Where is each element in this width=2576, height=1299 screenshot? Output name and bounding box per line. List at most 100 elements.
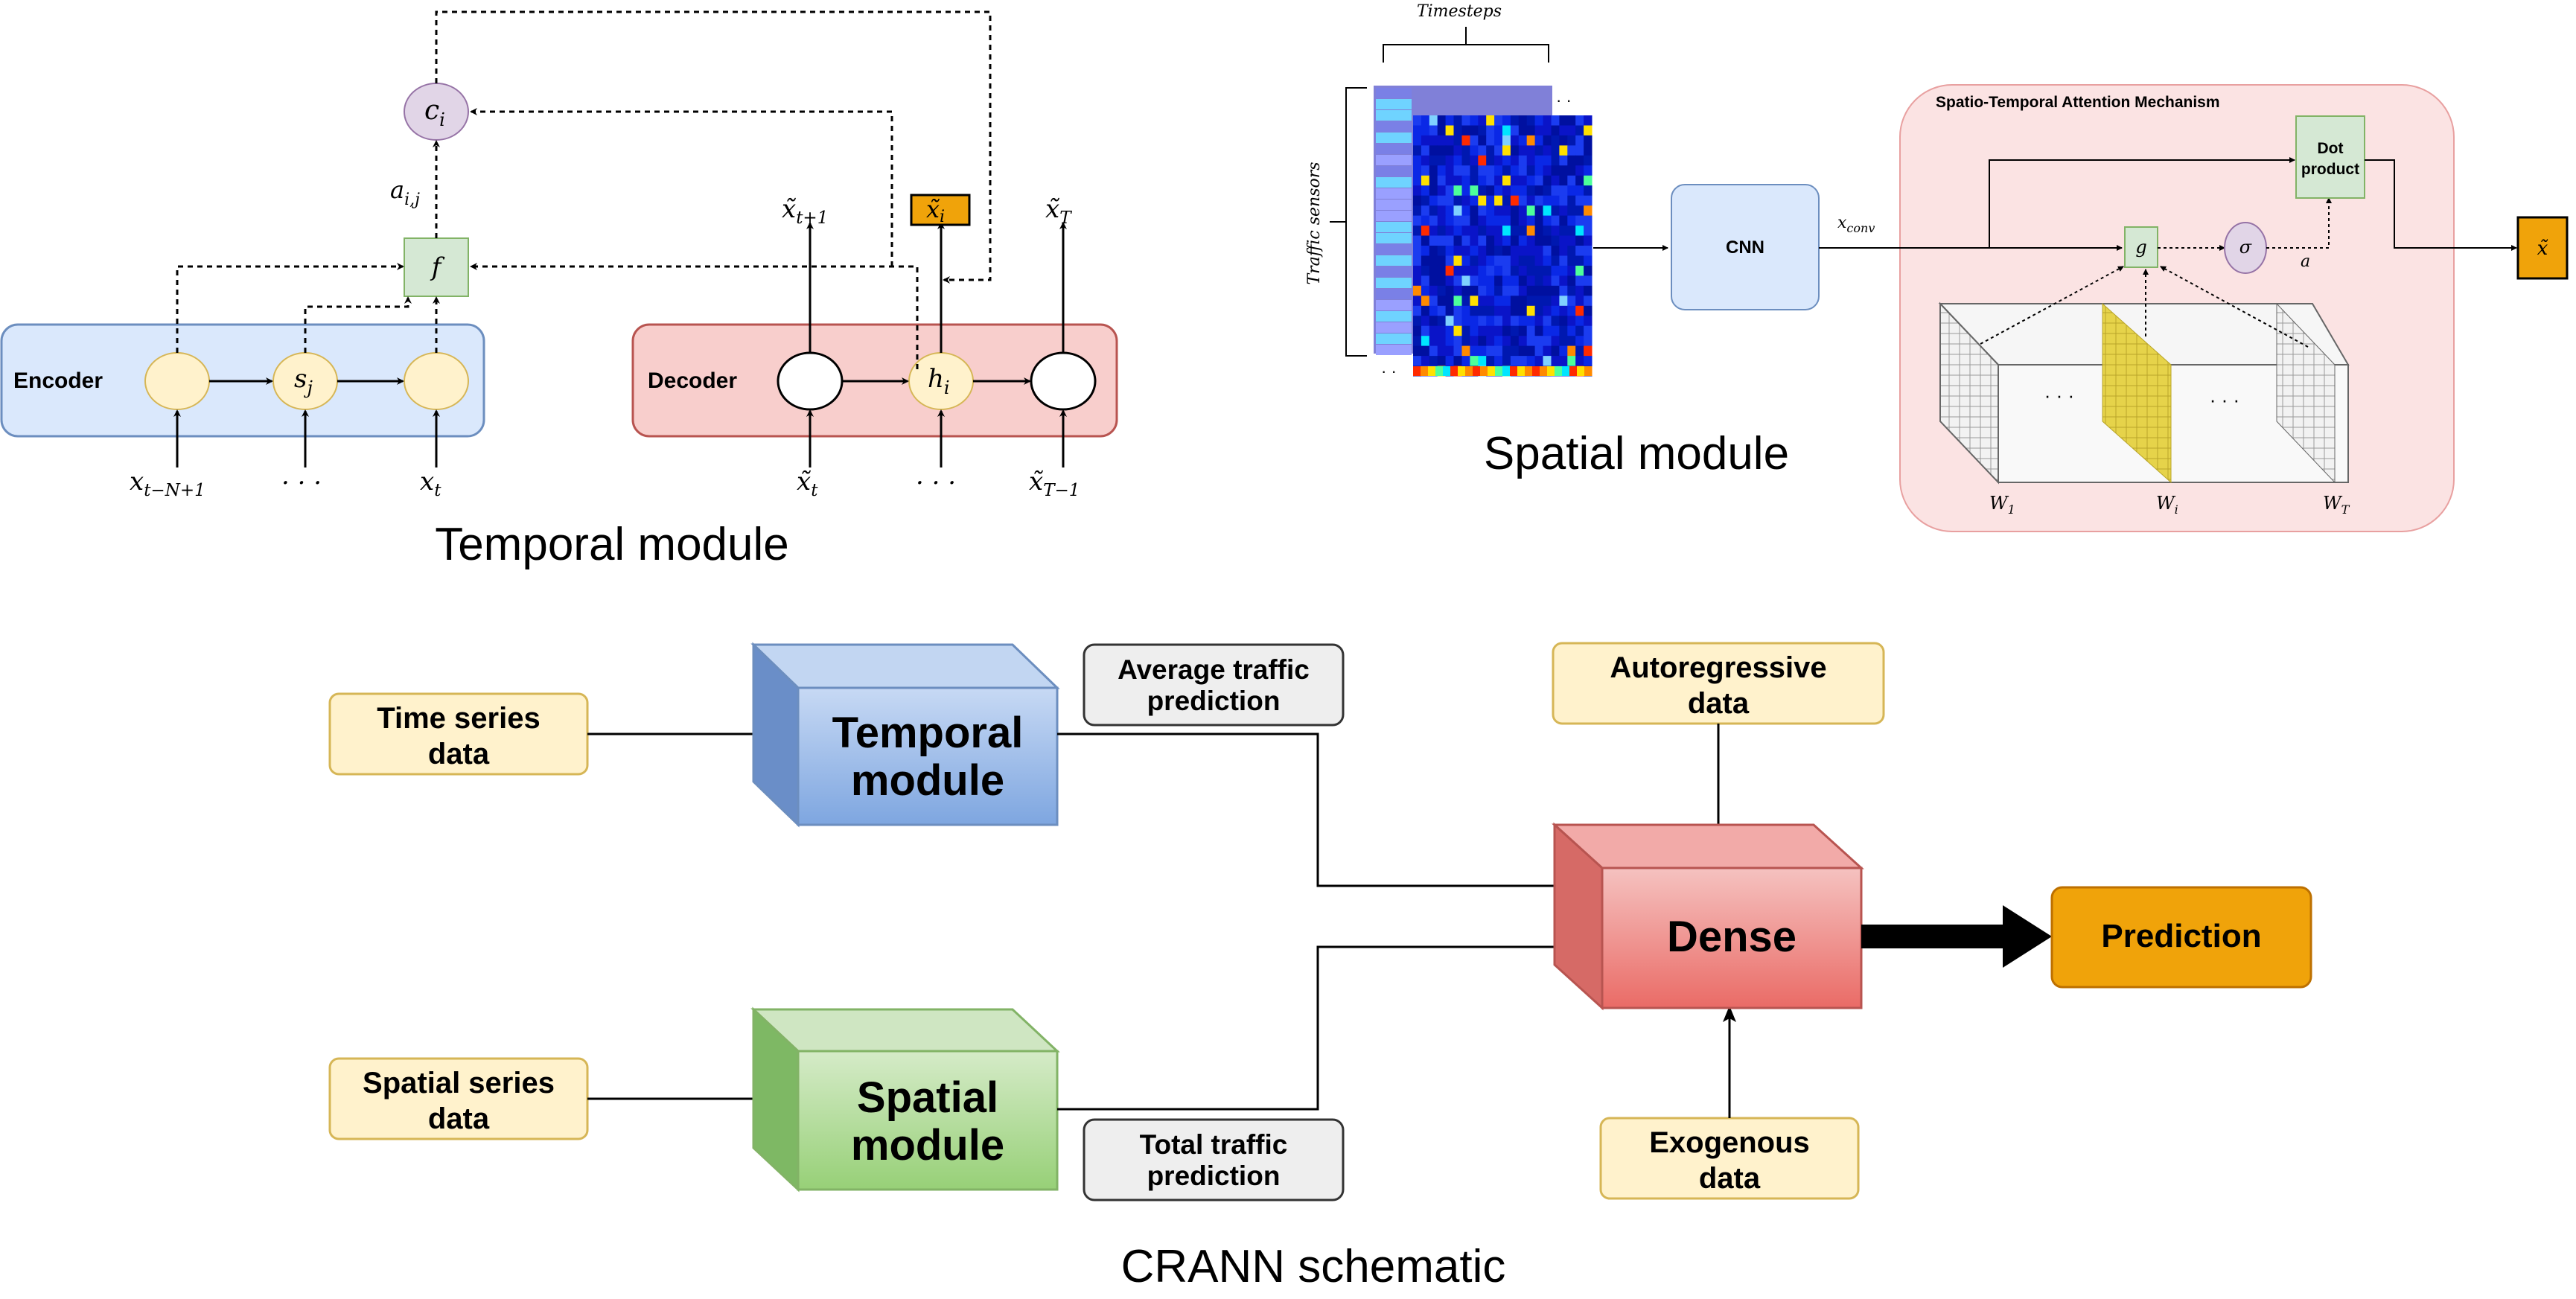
heatmap-cell — [1575, 235, 1584, 246]
heatmap-cell — [1437, 296, 1447, 307]
heatmap-cell — [1543, 165, 1552, 176]
heatmap-cell — [1478, 185, 1487, 197]
heatmap-cell — [1567, 215, 1576, 226]
heatmap-cell — [1584, 305, 1593, 316]
heatmap-cell — [1575, 205, 1584, 217]
heatmap-cell — [1534, 305, 1543, 316]
heatmap-cell — [1584, 325, 1593, 336]
heatmap-cell — [1543, 155, 1552, 166]
heatmap-cell — [1486, 135, 1495, 146]
heatmap-cell — [1478, 285, 1487, 296]
crann-title: CRANN schematic — [1121, 1241, 1506, 1292]
heatmap-cell — [1526, 115, 1536, 126]
heatmap-cell — [1555, 366, 1563, 376]
heatmap-cell — [1461, 325, 1470, 336]
heatmap-cell — [1470, 195, 1479, 206]
heatmap-cell — [1567, 265, 1576, 276]
heatmap-cell — [1502, 205, 1511, 217]
heatmap-cell — [1478, 336, 1487, 347]
heatmap-cell — [1567, 305, 1576, 316]
heatmap-cell — [1470, 265, 1479, 276]
heatmap-cell — [1486, 356, 1495, 367]
heatmap-cell — [1502, 275, 1511, 287]
heatmap-cell — [1478, 325, 1487, 336]
heatmap-cell — [1543, 325, 1552, 336]
heatmap-cell — [1376, 177, 1412, 188]
heatmap-cell — [1575, 145, 1584, 156]
heatmap-cell — [1543, 205, 1552, 217]
heatmap-cell — [1429, 175, 1438, 186]
dec-output-2: x̃i — [926, 195, 945, 226]
cnn-label: CNN — [1726, 237, 1764, 258]
heatmap-cell — [1445, 336, 1454, 347]
heatmap-cell — [1421, 215, 1430, 226]
heatmap-cell — [1559, 246, 1568, 256]
heatmap-cell — [1445, 115, 1454, 126]
heatmap-cell — [1567, 246, 1576, 256]
heatmap-cell — [1543, 275, 1552, 287]
heatmap-cell — [1421, 316, 1430, 327]
heatmap-cell — [1526, 345, 1536, 357]
dashed-arrow — [435, 10, 992, 284]
heatmap-cell — [1518, 226, 1528, 237]
heatmap-cell — [1510, 255, 1520, 266]
heatmap-cell — [1567, 135, 1576, 146]
heatmap-cell — [1413, 155, 1422, 166]
heatmap-cell — [1518, 115, 1528, 126]
arrow — [1057, 940, 1578, 1111]
w-label-i: Wi — [2156, 493, 2178, 517]
heatmap-cell — [1453, 336, 1462, 347]
heatmap-cell — [1518, 265, 1528, 276]
heatmap-cell — [1551, 246, 1560, 256]
heatmap-cell — [1437, 336, 1447, 347]
heatmap-cell — [1494, 195, 1503, 206]
heatmap-cell — [1453, 285, 1462, 296]
heatmap-cell — [1543, 265, 1552, 276]
heatmap-cell — [1494, 235, 1503, 246]
heatmap-cell — [1584, 226, 1593, 237]
heatmap-cell — [1502, 345, 1511, 357]
heatmap-cell — [1453, 246, 1462, 256]
heatmap-cell — [1510, 356, 1520, 367]
heatmap-cell — [1437, 246, 1447, 256]
heatmap-cell — [1470, 205, 1479, 217]
heatmap-cell — [1376, 322, 1412, 333]
heatmap-cell — [1526, 275, 1536, 287]
big-arrow-shaft — [1861, 925, 2004, 948]
heatmap-cell — [1526, 325, 1536, 336]
heatmap-cell — [1567, 325, 1576, 336]
heatmap-cell — [1575, 255, 1584, 266]
heatmap-cell — [1543, 345, 1552, 357]
heatmap-cell — [1525, 366, 1533, 376]
heatmap-cell — [1543, 115, 1552, 126]
heatmap-cell — [1486, 275, 1495, 287]
heatmap-cell — [1413, 275, 1422, 287]
heatmap-cell — [1437, 356, 1447, 367]
heatmap-cell — [1567, 285, 1576, 296]
heatmap-cell — [1534, 336, 1543, 347]
heatmap-cell — [1421, 275, 1430, 287]
attention-output-label: x̃ — [2537, 237, 2548, 260]
heatmap-cell — [1376, 278, 1412, 288]
heatmap-cell — [1551, 255, 1560, 266]
heatmap-cell — [1437, 145, 1447, 156]
heatmap-cell — [1526, 356, 1536, 367]
heatmap-cell — [1453, 356, 1462, 367]
heatmap-cell — [1543, 246, 1552, 256]
heatmap-cell — [1540, 366, 1548, 376]
heatmap-cell — [1502, 115, 1511, 126]
heatmap-cell — [1584, 195, 1593, 206]
heatmap-cell — [1494, 175, 1503, 186]
heatmap-cell — [1534, 145, 1543, 156]
heatmap-cell — [1437, 325, 1447, 336]
heatmap-cell — [1518, 305, 1528, 316]
heatmap-cell — [1445, 246, 1454, 256]
heatmap-cell — [1518, 215, 1528, 226]
heatmap-cell — [1494, 246, 1503, 256]
heatmap-cell — [1518, 296, 1528, 307]
heatmap-cell — [1559, 155, 1568, 166]
heatmap-cell — [1461, 235, 1470, 246]
heatmap-cell — [1518, 255, 1528, 266]
hi-label: hi — [928, 364, 950, 398]
heatmap-cell — [1502, 356, 1511, 367]
